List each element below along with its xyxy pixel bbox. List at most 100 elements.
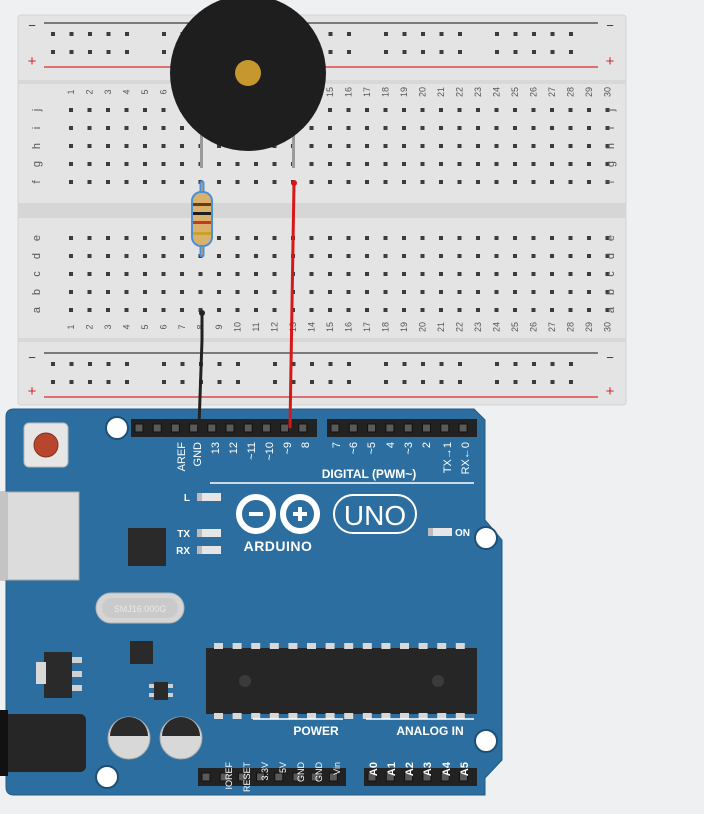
hole[interactable] — [365, 290, 369, 294]
hole[interactable] — [309, 144, 314, 148]
rail-hole[interactable] — [421, 380, 425, 384]
hole[interactable] — [235, 236, 240, 240]
hole[interactable] — [605, 236, 610, 240]
rail-hole[interactable] — [236, 362, 240, 366]
hole[interactable] — [439, 254, 443, 258]
hole[interactable] — [69, 108, 73, 112]
rail-hole[interactable] — [106, 50, 111, 54]
hole[interactable] — [69, 236, 73, 240]
hole[interactable] — [217, 308, 221, 312]
rail-hole[interactable] — [273, 362, 277, 366]
rail-hole[interactable] — [88, 362, 92, 366]
rail-hole[interactable] — [162, 32, 166, 36]
rail-hole[interactable] — [88, 50, 92, 54]
rail-hole[interactable] — [106, 362, 111, 366]
hole[interactable] — [494, 162, 499, 166]
hole[interactable] — [383, 144, 388, 148]
rail-hole[interactable] — [495, 380, 499, 384]
hole[interactable] — [587, 236, 591, 240]
hole[interactable] — [550, 108, 554, 112]
rail-hole[interactable] — [106, 32, 111, 36]
hole[interactable] — [420, 308, 425, 312]
hole[interactable] — [217, 144, 221, 148]
rail-hole[interactable] — [569, 50, 573, 54]
rail-hole[interactable] — [439, 50, 444, 54]
hole[interactable] — [87, 180, 92, 184]
hole[interactable] — [272, 272, 277, 276]
hole[interactable] — [346, 126, 351, 130]
hole[interactable] — [439, 236, 443, 240]
rail-hole[interactable] — [69, 362, 74, 366]
rail-hole[interactable] — [495, 50, 499, 54]
hole[interactable] — [124, 308, 129, 312]
hole[interactable] — [568, 308, 573, 312]
hole[interactable] — [365, 254, 369, 258]
hole[interactable] — [605, 162, 610, 166]
rail-hole[interactable] — [532, 50, 536, 54]
hole[interactable] — [328, 290, 332, 294]
header-socket[interactable] — [440, 772, 450, 782]
hole[interactable] — [161, 126, 166, 130]
hole[interactable] — [217, 180, 221, 184]
hole[interactable] — [457, 180, 462, 184]
hole[interactable] — [346, 144, 351, 148]
hole[interactable] — [161, 290, 166, 294]
hole[interactable] — [402, 272, 406, 276]
rail-hole[interactable] — [180, 380, 185, 384]
hole[interactable] — [476, 162, 480, 166]
hole[interactable] — [106, 108, 110, 112]
hole[interactable] — [272, 180, 277, 184]
hole[interactable] — [309, 162, 314, 166]
hole[interactable] — [531, 272, 536, 276]
hole[interactable] — [383, 180, 388, 184]
hole[interactable] — [346, 236, 351, 240]
hole[interactable] — [87, 108, 92, 112]
rail-hole[interactable] — [439, 380, 444, 384]
hole[interactable] — [217, 236, 221, 240]
hole[interactable] — [161, 236, 166, 240]
hole[interactable] — [161, 108, 166, 112]
hole[interactable] — [476, 290, 480, 294]
header-socket[interactable] — [237, 772, 247, 782]
rail-hole[interactable] — [532, 380, 536, 384]
rail-hole[interactable] — [550, 362, 555, 366]
hole[interactable] — [272, 236, 277, 240]
rail-hole[interactable] — [458, 380, 462, 384]
hole[interactable] — [439, 162, 443, 166]
hole[interactable] — [365, 272, 369, 276]
header-socket[interactable] — [261, 423, 271, 433]
hole[interactable] — [402, 126, 406, 130]
hole[interactable] — [365, 108, 369, 112]
hole[interactable] — [476, 144, 480, 148]
rail-hole[interactable] — [125, 32, 129, 36]
hole[interactable] — [365, 144, 369, 148]
rail-hole[interactable] — [384, 32, 388, 36]
hole[interactable] — [87, 290, 92, 294]
rail-hole[interactable] — [495, 362, 499, 366]
hole[interactable] — [476, 254, 480, 258]
rail-hole[interactable] — [550, 50, 555, 54]
rail-hole[interactable] — [421, 50, 425, 54]
hole[interactable] — [476, 126, 480, 130]
hole[interactable] — [346, 308, 351, 312]
hole[interactable] — [531, 108, 536, 112]
hole[interactable] — [420, 126, 425, 130]
hole[interactable] — [457, 162, 462, 166]
hole[interactable] — [402, 162, 406, 166]
rail-hole[interactable] — [162, 380, 166, 384]
hole[interactable] — [420, 254, 425, 258]
hole[interactable] — [106, 308, 110, 312]
hole[interactable] — [328, 108, 332, 112]
hole[interactable] — [457, 144, 462, 148]
hole[interactable] — [143, 308, 147, 312]
hole[interactable] — [550, 126, 554, 130]
rail-hole[interactable] — [162, 362, 166, 366]
header-socket[interactable] — [385, 772, 395, 782]
hole[interactable] — [235, 272, 240, 276]
header-socket[interactable] — [201, 772, 211, 782]
hole[interactable] — [309, 236, 314, 240]
rail-hole[interactable] — [384, 380, 388, 384]
hole[interactable] — [328, 308, 332, 312]
hole[interactable] — [69, 254, 73, 258]
hole[interactable] — [365, 180, 369, 184]
